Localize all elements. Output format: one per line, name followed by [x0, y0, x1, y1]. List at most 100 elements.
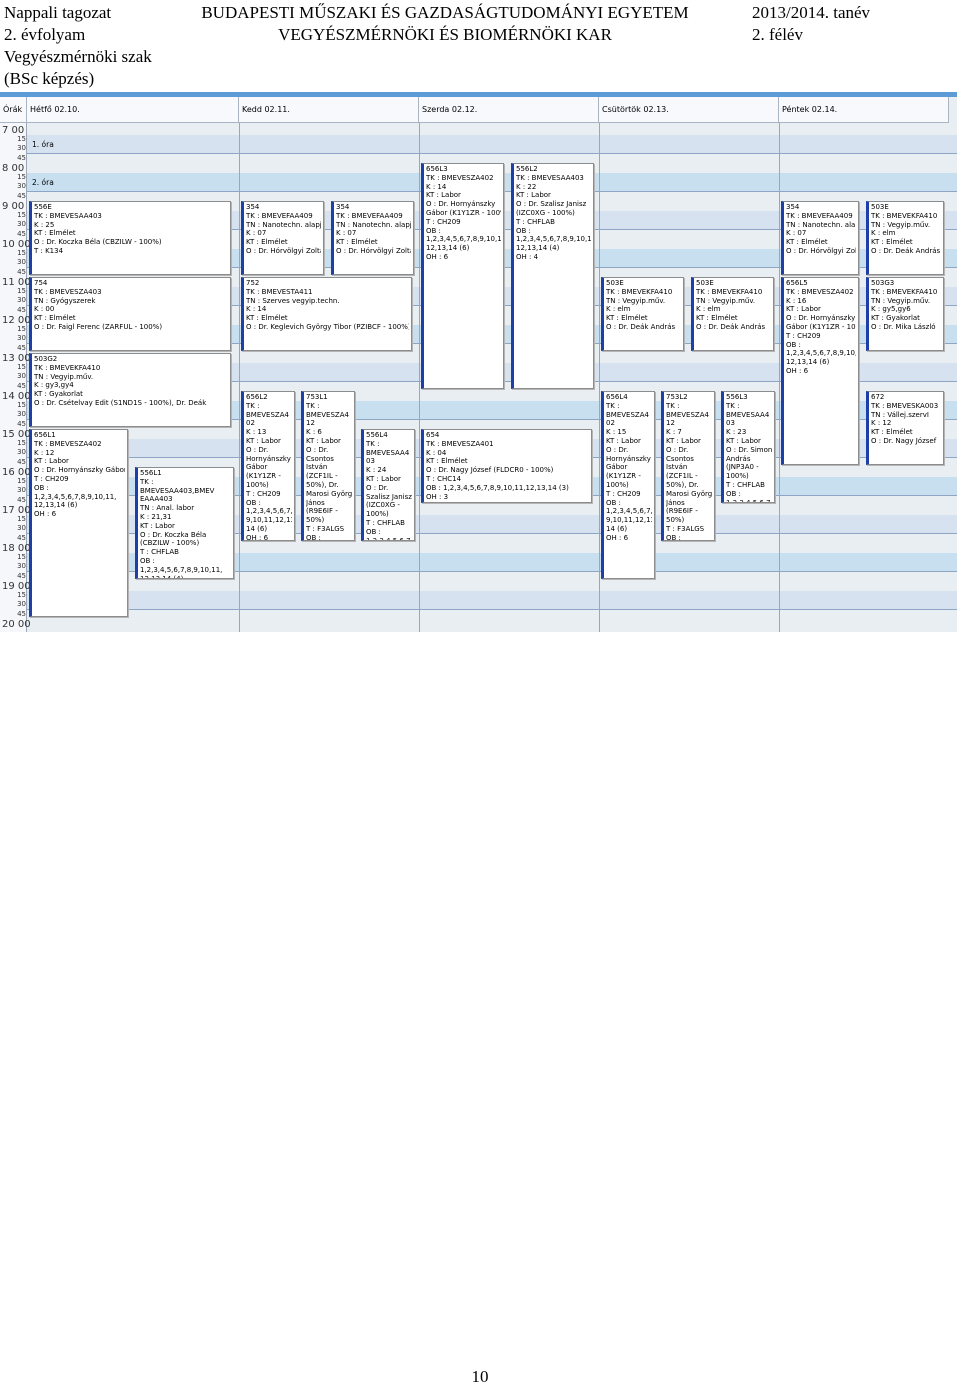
event-detail: TK : BMEVESTA411: [246, 287, 313, 296]
event-code: 556L4: [366, 431, 388, 439]
quarter-tick: 15: [17, 210, 26, 219]
event-detail: O : Dr.: [606, 445, 629, 454]
event-detail: KT : Labor: [140, 521, 175, 530]
event-code: 503G2: [34, 355, 58, 363]
event-detail: O : Dr. Simon: [726, 445, 773, 454]
event-code: 556L2: [516, 165, 538, 173]
event-detail: K : 07: [246, 229, 267, 238]
event-detail: BMEVESAA4: [726, 410, 770, 419]
event-code: 672: [871, 393, 885, 401]
quarter-tick: 45: [17, 495, 26, 504]
timetable: Órák Hétfő 02.10.Kedd 02.11.Szerda 02.12…: [0, 92, 957, 632]
time-column: [0, 123, 27, 632]
event-detail: TK : BMEVEKFA410: [871, 287, 938, 296]
day-header: Kedd 02.11.: [239, 97, 419, 123]
hour-tick: 17 00: [2, 505, 31, 516]
event-detail: István: [666, 463, 688, 472]
event-detail: K : elm: [696, 305, 721, 314]
event-detail: OB :: [786, 340, 801, 349]
event-detail: K : 6: [306, 428, 322, 437]
event-detail: 1,2,3,4,5,6,7,8,9,10,11,: [426, 235, 502, 244]
event-detail: 9,10,11,12,13: [606, 516, 653, 525]
event-detail: KT : Elmélet: [606, 314, 648, 323]
event-detail: KT : Elmélet: [34, 229, 76, 238]
event-detail: 100%): [366, 510, 389, 519]
quarter-tick: 45: [17, 343, 26, 352]
event-detail: OB : 1,2,3,4,5,6,7,8,9,10,11,12,13,14 (3…: [426, 483, 569, 492]
event-detail: 100%): [246, 480, 269, 489]
event-code: 656L2: [246, 393, 268, 401]
day-header: Csütörtök 02.13.: [599, 97, 779, 123]
event-detail: 02: [606, 419, 615, 428]
event-code: 503E: [606, 279, 624, 287]
event-detail: K : 7: [666, 428, 682, 437]
event-detail: OB :: [606, 498, 621, 507]
event-detail: TK :: [666, 401, 680, 410]
event-detail: KT : Labor: [426, 191, 461, 200]
event-detail: OB :: [140, 556, 155, 565]
quarter-tick: 15: [17, 324, 26, 333]
event-detail: KT : Labor: [246, 436, 281, 445]
event-detail: K : 21,31: [140, 512, 172, 521]
event-detail: T : CHC14: [426, 474, 462, 483]
hour-tick: 7 00: [2, 125, 25, 136]
event-detail: KT : Labor: [726, 436, 761, 445]
event-detail: T : CHFLAB: [516, 217, 555, 226]
day-divider: [419, 123, 420, 632]
event-detail: Szalisz Janisz: [366, 492, 412, 501]
period-label: 2. óra: [32, 177, 54, 187]
event-detail: K : 00: [34, 305, 55, 314]
event-detail: BMEVESAA4: [366, 448, 410, 457]
event-detail: OH : 6: [426, 252, 449, 261]
event-detail: OB :: [516, 226, 531, 235]
header-left-line: (BSc képzés): [4, 69, 95, 88]
hour-tick: 8 00: [2, 163, 25, 174]
event-detail: TK :: [306, 401, 320, 410]
event-detail: TK :: [606, 401, 620, 410]
event-detail: 12,13,14 (6): [34, 501, 78, 510]
event-detail: TN : Nanotechn. alapjai: [246, 220, 322, 229]
event-detail: OB :: [426, 226, 441, 235]
quarter-tick: 45: [17, 533, 26, 542]
quarter-tick: 30: [17, 334, 26, 342]
event-detail: KT : Labor: [366, 474, 401, 483]
event-code: 654: [426, 431, 440, 439]
header-center-line: VEGYÉSZMÉRNÖKI ÉS BIOMÉRNÖKI KAR: [278, 25, 612, 44]
event-detail: OB :: [246, 498, 261, 507]
event-code: 556L3: [726, 393, 748, 401]
event-detail: O : Dr. Hornyánszky: [786, 314, 856, 323]
event-detail: Marosi György: [666, 489, 713, 498]
event-detail: (CBZILW - 100%): [140, 539, 200, 548]
event-detail: BMEVESZA4: [306, 410, 349, 419]
event-detail: András: [726, 454, 751, 463]
event-detail: K : 14: [246, 305, 267, 314]
header-left-line: Vegyészmérnöki szak: [4, 47, 152, 66]
event-detail: (IZC0XG - 100%): [516, 208, 575, 217]
period-row: 1. óra: [27, 134, 957, 154]
event-detail: O : Dr. Nagy József (FLDCR0 - 100%): [426, 466, 554, 475]
